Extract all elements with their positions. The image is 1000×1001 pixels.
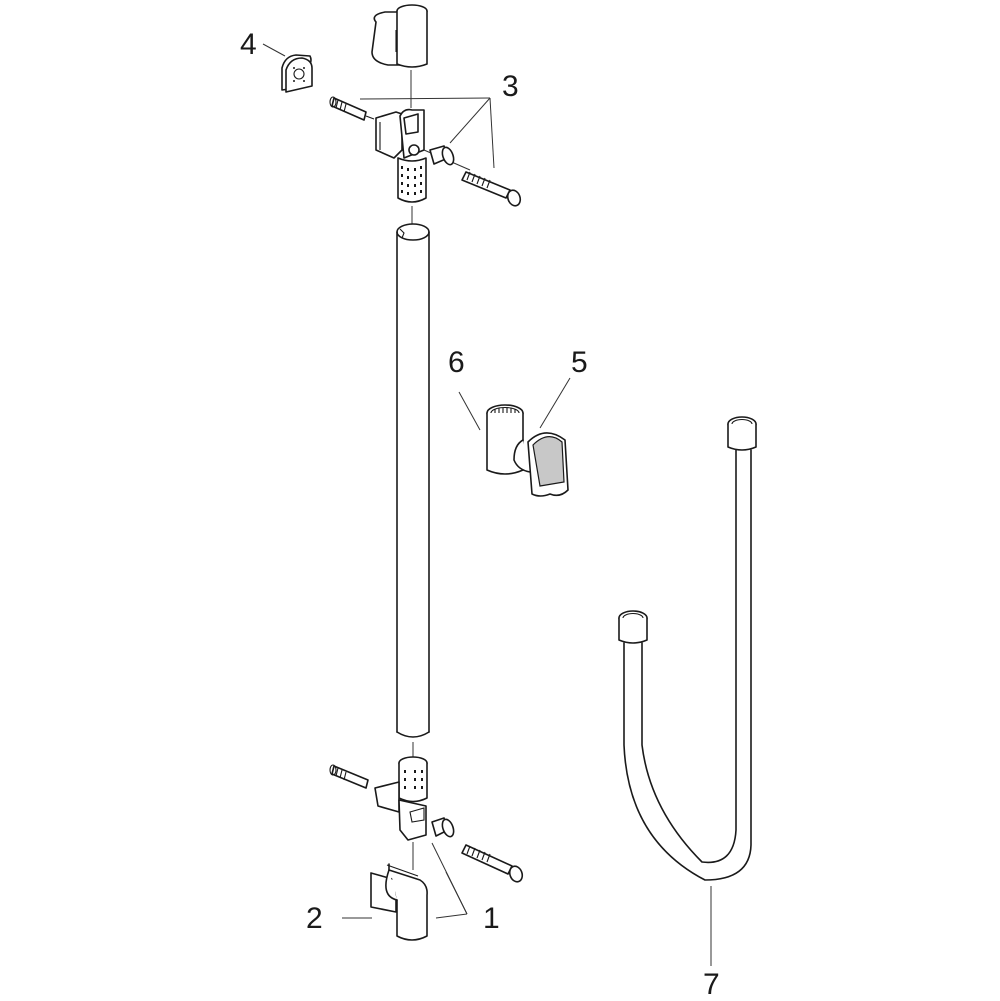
shower-hose [618,416,757,881]
callout-4: 4 [240,28,257,61]
callout-5: 5 [571,346,588,379]
lower-wall-bracket [374,756,428,841]
upper-screw-set [423,145,522,207]
callout-7: 7 [703,968,720,1001]
upper-dowel [329,96,375,121]
end-cap-part-4 [281,54,313,93]
callout-6: 6 [448,346,465,379]
upper-wall-bracket [375,108,427,203]
callout-1: 1 [483,902,500,935]
shower-rail [396,223,430,738]
callout-3: 3 [502,70,519,103]
upper-bracket-cover [371,4,428,68]
lower-screw-set [431,817,524,883]
slider-with-holder [486,404,569,497]
lower-bracket-cover [370,863,428,941]
lower-dowel [329,764,369,789]
callout-2: 2 [306,902,323,935]
